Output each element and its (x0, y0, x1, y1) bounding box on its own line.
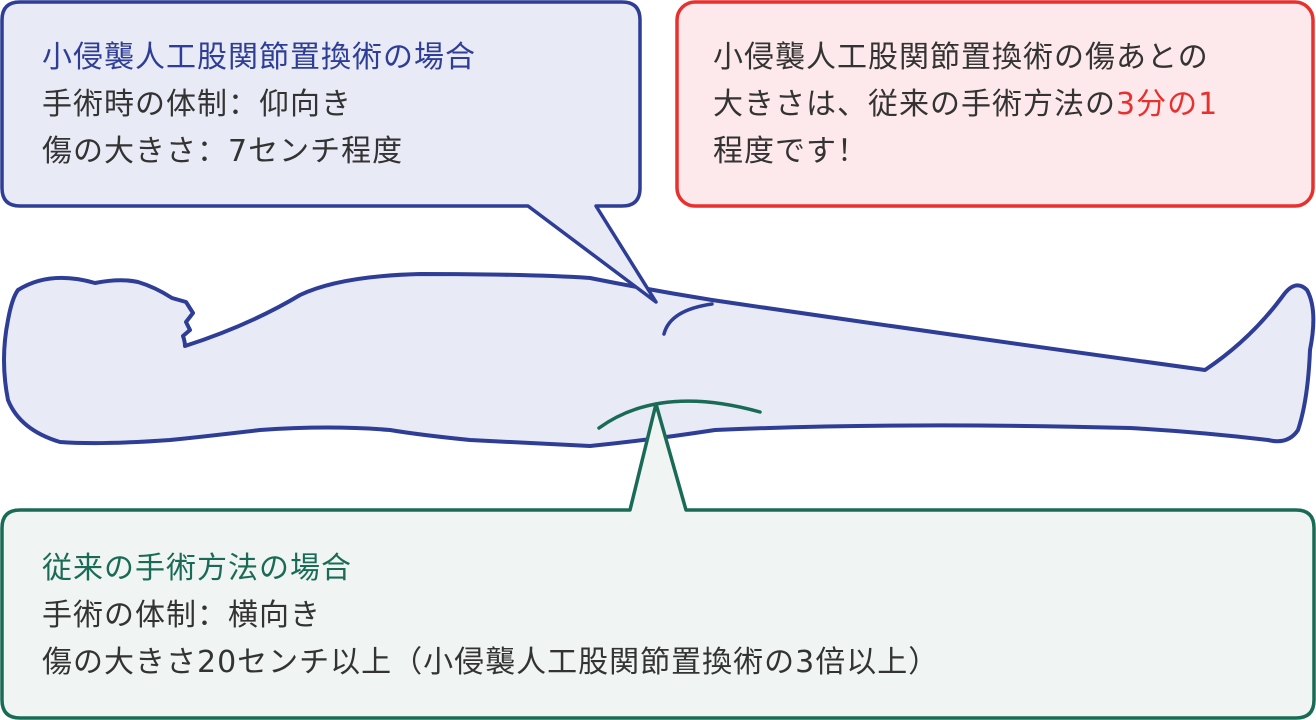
traditional-callout-bubble (0, 402, 1316, 720)
note-callout-bubble (675, 0, 1315, 208)
minimal-callout-bubble (0, 0, 658, 304)
traditional-title: 従来の手術方法の場合 (42, 551, 352, 586)
note-highlight-ratio: 3分の1 (1116, 87, 1219, 122)
note-line-2: 大きさは、従来の手術方法の3分の1 (713, 81, 1218, 128)
traditional-position: 手術の体制：横向き (42, 598, 321, 633)
traditional-incision-mark (597, 399, 762, 430)
traditional-callout-text: 従来の手術方法の場合 手術の体制：横向き 傷の大きさ20センチ以上（小侵襲人工股… (42, 545, 939, 686)
traditional-incision-size: 傷の大きさ20センチ以上（小侵襲人工股関節置換術の3倍以上） (42, 645, 940, 680)
patient-body-outline (2, 272, 1316, 448)
minimal-position: 手術時の体制：仰向き (42, 87, 352, 122)
note-line-1: 小侵襲人工股関節置換術の傷あとの (713, 40, 1209, 75)
minimal-incision-mark (662, 302, 714, 336)
note-line-2-text: 大きさは、従来の手術方法の (713, 87, 1116, 122)
note-line-3: 程度です！ (713, 134, 868, 169)
note-callout-text: 小侵襲人工股関節置換術の傷あとの 大きさは、従来の手術方法の3分の1 程度です！ (713, 34, 1218, 175)
minimal-title: 小侵襲人工股関節置換術の場合 (42, 40, 476, 75)
minimal-callout-text: 小侵襲人工股関節置換術の場合 手術時の体制：仰向き 傷の大きさ：7センチ程度 (42, 34, 476, 175)
minimal-incision-size: 傷の大きさ：7センチ程度 (42, 134, 404, 169)
